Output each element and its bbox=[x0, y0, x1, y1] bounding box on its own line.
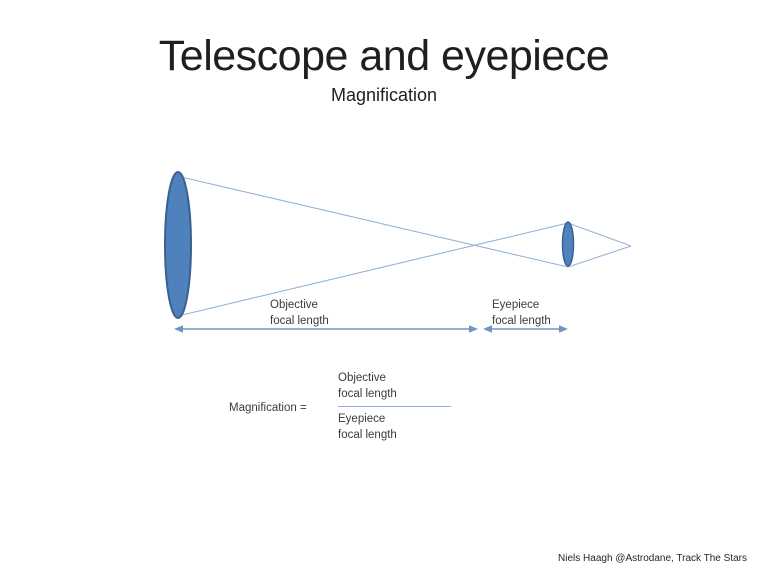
fraction-denominator: Eyepiece focal length bbox=[338, 406, 451, 443]
objective-focal-length-arrow bbox=[174, 325, 478, 333]
slide-title: Telescope and eyepiece bbox=[158, 32, 610, 80]
arrowhead-right-icon bbox=[559, 325, 568, 333]
eyepiece-focal-length-arrow bbox=[483, 325, 568, 333]
eyepiece-lens bbox=[561, 221, 575, 267]
light-ray-lower bbox=[181, 222, 569, 316]
light-ray-upper bbox=[180, 176, 569, 268]
arrowhead-left-icon bbox=[483, 325, 492, 333]
objective-focal-length-label: Objective focal length bbox=[270, 299, 329, 327]
exit-ray-upper bbox=[567, 222, 632, 247]
exit-ray-lower bbox=[567, 245, 632, 268]
author-credit: Niels Haagh @Astrodane, Track The Stars bbox=[558, 553, 747, 564]
magnification-equals-label: Magnification = bbox=[229, 402, 307, 414]
fraction-numerator: Objective focal length bbox=[338, 372, 397, 400]
arrowhead-right-icon bbox=[469, 325, 478, 333]
objective-lens bbox=[164, 171, 192, 319]
arrowhead-left-icon bbox=[174, 325, 183, 333]
magnification-fraction: Objective focal length Eyepiece focal le… bbox=[338, 371, 451, 443]
eyepiece-focal-length-label: Eyepiece focal length bbox=[492, 299, 551, 327]
slide-subtitle: Magnification bbox=[330, 85, 438, 105]
